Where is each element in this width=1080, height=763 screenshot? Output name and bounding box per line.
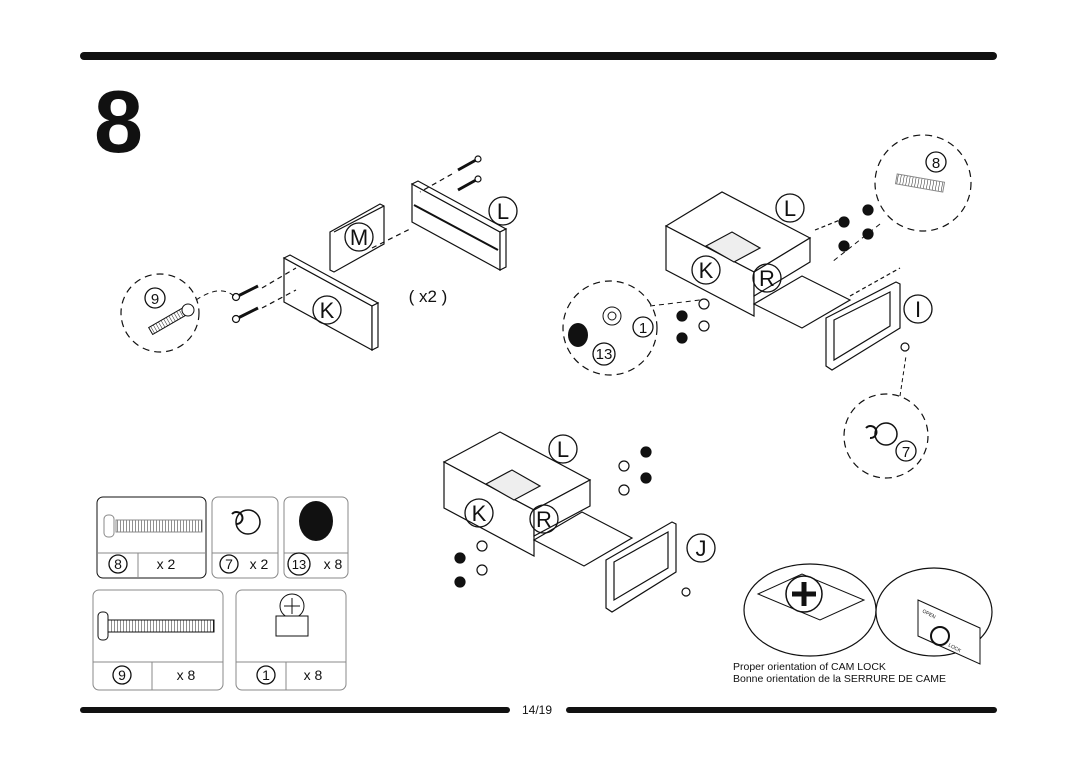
part-illustrations: [97, 501, 333, 641]
part-id-13: 13: [292, 557, 306, 572]
label-R-right: R: [759, 266, 775, 291]
part-qty-13: x 8: [324, 556, 343, 572]
label-K-right: K: [699, 258, 714, 283]
footer-bar-right: [566, 707, 997, 713]
part-qty-7: x 2: [250, 556, 269, 572]
cam-lock-caption: Proper orientation of CAM LOCK Bonne ori…: [733, 661, 946, 685]
part-id-9: 9: [118, 667, 126, 683]
screws-top: [231, 155, 482, 324]
label-L-mid: L: [557, 437, 569, 462]
screw-9-callout: [120, 273, 235, 353]
callout-number-13: 13: [596, 346, 613, 363]
label-L-top: L: [497, 199, 509, 224]
part-id-1: 1: [262, 667, 270, 683]
callout-number-1: 1: [639, 320, 647, 337]
label-I: I: [915, 297, 921, 322]
part-box-8: [96, 496, 207, 579]
part-qty-8: x 2: [157, 556, 176, 572]
footer-bar-left: [80, 707, 510, 713]
callout-number-7: 7: [902, 444, 910, 461]
drawer-assembly-I: [664, 191, 910, 371]
callout-number-8: 8: [932, 155, 940, 172]
part-box-7: [211, 496, 279, 579]
parts-list: [92, 496, 349, 691]
part-qty-9: x 8: [177, 667, 196, 683]
label-K-top: K: [320, 298, 335, 323]
caption-english: Proper orientation of CAM LOCK: [733, 661, 886, 673]
part-id-7: 7: [225, 556, 233, 572]
label-L-right: L: [784, 196, 796, 221]
knob-7-callout: [843, 355, 929, 479]
page-number: 14/19: [511, 702, 563, 718]
cam-fittings-J: [454, 446, 652, 588]
caption-french: Bonne orientation de la SERRURE DE CAME: [733, 673, 947, 685]
label-R-mid: R: [536, 507, 552, 532]
screw-8-callout: [831, 134, 972, 263]
callout-number-9: 9: [151, 291, 159, 308]
label-J: J: [696, 536, 707, 561]
label-M: M: [350, 225, 368, 250]
label-K-mid: K: [472, 501, 487, 526]
multiplier-text: ( x2 ): [409, 287, 448, 306]
cam-lock-orientation: [743, 563, 993, 665]
part-box-13: [283, 496, 349, 579]
label-circles: [108, 151, 947, 685]
part-box-9: [92, 589, 224, 691]
part-qty-1: x 8: [304, 667, 323, 683]
cam-lock-callout: [562, 280, 701, 376]
part-id-8: 8: [114, 556, 122, 572]
drawer-assembly-J: [442, 431, 691, 613]
step-number: 8: [94, 72, 143, 171]
cam-fittings-I: [676, 204, 874, 344]
side-panels-exploded-view: [231, 155, 508, 352]
header-bar: [80, 52, 997, 60]
part-box-1: [235, 589, 347, 691]
